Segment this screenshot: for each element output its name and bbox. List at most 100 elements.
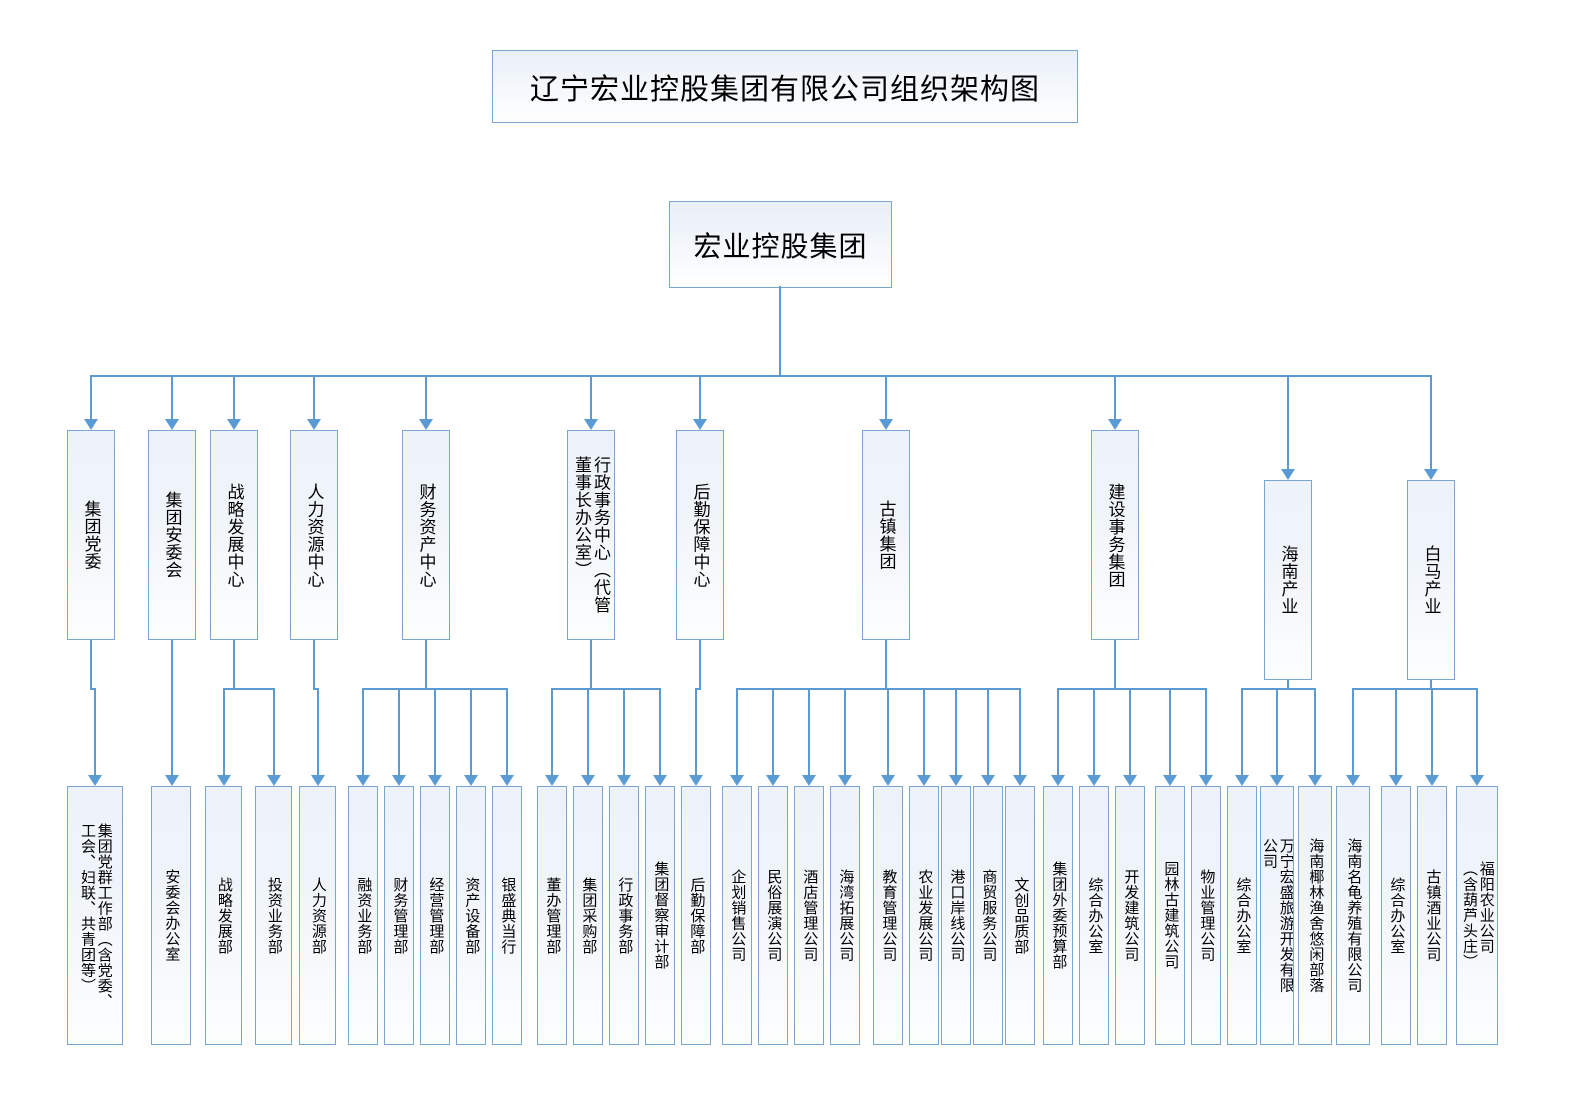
node-l3-21[interactable]: 港口岸线公司 [941, 786, 971, 1045]
node-l3-30-label: 万宁宏盛旅游开发有限 公司 [1261, 838, 1294, 993]
arrow-l3-7 [428, 775, 442, 786]
node-l3-32[interactable]: 海南名龟养殖有限公司 [1336, 786, 1370, 1045]
node-l3-11[interactable]: 集团采购部 [573, 786, 603, 1045]
node-l3-35[interactable]: 福阳农业公司 （含葫芦头庄） [1456, 786, 1498, 1045]
node-l3-18-label: 海湾拓展公司 [837, 869, 855, 962]
node-l3-9[interactable]: 银盛典当行 [492, 786, 522, 1045]
drop-to-l2-2 [233, 375, 235, 419]
node-l3-15-label: 企划销售公司 [729, 869, 747, 962]
node-l2-6[interactable]: 后勤保障中心 [676, 430, 724, 640]
node-l3-34[interactable]: 古镇酒业公司 [1417, 786, 1447, 1045]
drop-l3-33 [1395, 688, 1397, 775]
node-l3-10-label: 董办管理部 [544, 876, 562, 955]
drop-l3-27 [1169, 688, 1171, 775]
node-l3-27[interactable]: 园林古建筑公司 [1155, 786, 1185, 1045]
node-l3-0[interactable]: 集团党群工作部（含党委、 工会、妇联、共青团等） [67, 786, 123, 1045]
drop-to-l2-5 [590, 375, 592, 419]
node-l3-20[interactable]: 农业发展公司 [909, 786, 939, 1045]
node-l2-3[interactable]: 人力资源中心 [290, 430, 338, 640]
node-l3-24[interactable]: 集团外委预算部 [1043, 786, 1073, 1045]
root-stem [778, 286, 781, 375]
node-l3-5[interactable]: 融资业务部 [348, 786, 378, 1045]
drop-to-l2-6 [699, 375, 701, 419]
node-l3-14[interactable]: 后勤保障部 [681, 786, 711, 1045]
node-l3-25[interactable]: 综合办公室 [1079, 786, 1109, 1045]
node-l3-22[interactable]: 商贸服务公司 [973, 786, 1003, 1045]
node-l3-4[interactable]: 人力资源部 [299, 786, 336, 1045]
arrow-l3-1 [165, 775, 179, 786]
node-l3-1[interactable]: 安委会办公室 [151, 786, 191, 1045]
bus-l2-7 [736, 688, 1021, 690]
node-l2-7[interactable]: 古镇集团 [862, 430, 910, 640]
drop-l3-2 [222, 688, 225, 775]
node-l3-16[interactable]: 民俗展演公司 [758, 786, 788, 1045]
node-l3-16-label: 民俗展演公司 [765, 869, 783, 962]
bus-l2-10 [1352, 688, 1478, 690]
node-l2-5-label: 行政事务中心（代管 董事长办公室） [572, 456, 611, 614]
node-l3-17[interactable]: 酒店管理公司 [794, 786, 824, 1045]
node-l3-7-label: 经营管理部 [427, 876, 445, 955]
node-l3-13-label: 集团督察审计部 [652, 861, 670, 970]
bus-l2-3 [313, 688, 319, 690]
node-l2-9-label: 海南产业 [1278, 545, 1298, 615]
node-l2-4-label: 财务资产中心 [416, 482, 436, 588]
arrow-to-l2-5 [584, 419, 598, 430]
node-l3-30[interactable]: 万宁宏盛旅游开发有限 公司 [1260, 786, 1294, 1045]
node-l3-31[interactable]: 海南椰林渔舍悠闲部落 [1298, 786, 1332, 1045]
root-node-label: 宏业控股集团 [693, 230, 868, 262]
node-l3-19[interactable]: 教育管理公司 [873, 786, 903, 1045]
drop-to-l2-9 [1287, 375, 1289, 469]
stem-l2-8 [1114, 640, 1116, 688]
node-l3-6-label: 财务管理部 [391, 876, 409, 955]
node-l3-2[interactable]: 战略发展部 [205, 786, 242, 1045]
node-l2-0[interactable]: 集团党委 [67, 430, 115, 640]
drop-l3-12 [623, 688, 625, 775]
node-l2-10[interactable]: 白马产业 [1407, 480, 1455, 680]
arrow-l3-34 [1425, 775, 1439, 786]
node-l2-2[interactable]: 战略发展中心 [210, 430, 258, 640]
stem-l2-4 [425, 640, 427, 688]
chart-title-text: 辽宁宏业控股集团有限公司组织架构图 [529, 73, 1040, 106]
node-l3-27-label: 园林古建筑公司 [1162, 861, 1180, 970]
node-l3-13[interactable]: 集团督察审计部 [645, 786, 675, 1045]
drop-l3-11 [587, 688, 589, 775]
arrow-l3-6 [392, 775, 406, 786]
drop-l3-29 [1241, 688, 1243, 775]
drop-to-l2-3 [313, 375, 315, 419]
drop-l3-5 [362, 688, 364, 775]
node-l3-33[interactable]: 综合办公室 [1381, 786, 1411, 1045]
arrow-to-l2-4 [419, 419, 433, 430]
drop-l3-28 [1205, 688, 1207, 775]
node-l2-5[interactable]: 行政事务中心（代管 董事长办公室） [567, 430, 615, 640]
node-l2-1[interactable]: 集团安委会 [148, 430, 196, 640]
chart-title-box: 辽宁宏业控股集团有限公司组织架构图 [492, 50, 1078, 123]
node-l3-7[interactable]: 经营管理部 [420, 786, 450, 1045]
node-l2-4[interactable]: 财务资产中心 [402, 430, 450, 640]
drop-l3-9 [506, 688, 508, 775]
node-l3-26[interactable]: 开发建筑公司 [1115, 786, 1145, 1045]
node-l3-10[interactable]: 董办管理部 [537, 786, 567, 1045]
node-l2-8[interactable]: 建设事务集团 [1091, 430, 1139, 640]
node-l3-6[interactable]: 财务管理部 [384, 786, 414, 1045]
stem-l2-10 [1430, 680, 1432, 688]
node-l3-14-label: 后勤保障部 [688, 876, 706, 955]
bus-l2-6 [695, 688, 701, 690]
node-l3-12[interactable]: 行政事务部 [609, 786, 639, 1045]
node-l2-9[interactable]: 海南产业 [1264, 480, 1312, 680]
node-l3-15[interactable]: 企划销售公司 [722, 786, 752, 1045]
stem-l2-1 [171, 640, 173, 775]
node-l3-19-label: 教育管理公司 [880, 869, 898, 962]
node-l3-29[interactable]: 综合办公室 [1227, 786, 1257, 1045]
arrow-to-l2-9 [1281, 469, 1295, 480]
bus-l2-5 [551, 688, 661, 690]
node-l3-18[interactable]: 海湾拓展公司 [830, 786, 860, 1045]
root-node-box[interactable]: 宏业控股集团 [669, 201, 892, 288]
node-l3-28[interactable]: 物业管理公司 [1191, 786, 1221, 1045]
arrow-to-l2-10 [1424, 469, 1438, 480]
node-l3-3[interactable]: 投资业务部 [255, 786, 292, 1045]
node-l3-23[interactable]: 文创品质部 [1005, 786, 1035, 1045]
drop-l3-35 [1476, 688, 1478, 775]
node-l3-8[interactable]: 资产设备部 [456, 786, 486, 1045]
arrow-to-l2-6 [693, 419, 707, 430]
node-l2-2-label: 战略发展中心 [224, 482, 244, 588]
